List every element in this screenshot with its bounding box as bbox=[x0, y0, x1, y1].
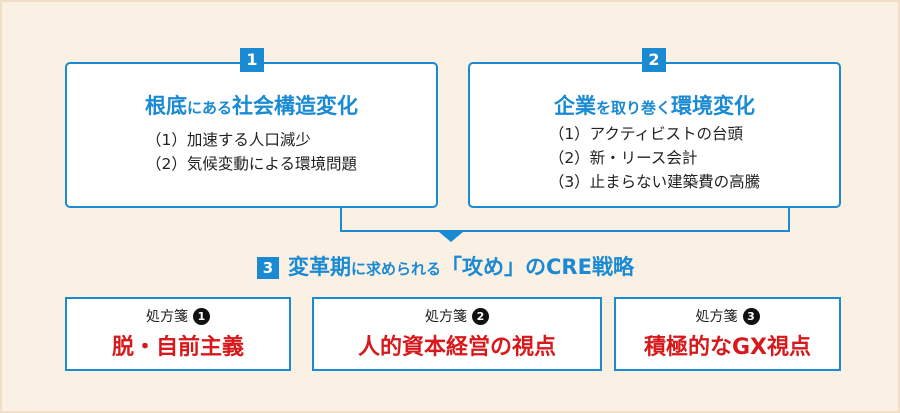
number-badge-3: 3 bbox=[257, 257, 279, 279]
prescription-label: 処方箋 bbox=[146, 309, 188, 325]
prescription-box-2: 処方箋 2 人的資本経営の視点 bbox=[312, 297, 602, 371]
number-badge-1: 1 bbox=[240, 48, 264, 72]
box-2-title: 企業を取り巻く環境変化 bbox=[553, 94, 755, 118]
list-item: （1）アクティビストの台頭 bbox=[548, 125, 743, 143]
prescription-number-2: 2 bbox=[472, 307, 489, 325]
prescription-number-1: 1 bbox=[193, 307, 210, 325]
prescription-title: 積極的なGX視点 bbox=[643, 335, 812, 360]
prescription-label: 処方箋 bbox=[425, 309, 467, 325]
list-item: （1）加速する人口減少 bbox=[146, 131, 311, 149]
box-business-environment: 企業を取り巻く環境変化 （1）アクティビストの台頭 （2）新・リース会計 （3）… bbox=[468, 62, 841, 208]
box-2-items: （1）アクティビストの台頭 （2）新・リース会計 （3）止まらない建築費の高騰 bbox=[549, 122, 760, 194]
box-1-items: （1）加速する人口減少 （2）気候変動による環境問題 bbox=[146, 128, 357, 176]
box-1-title: 根底にある社会構造変化 bbox=[144, 94, 358, 118]
prescription-label: 処方箋 bbox=[695, 309, 738, 325]
prescription-number-3: 3 bbox=[742, 307, 760, 325]
list-item: （2）新・リース会計 bbox=[548, 149, 698, 167]
number-badge-2: 2 bbox=[642, 48, 666, 72]
prescription-title: 人的資本経営の視点 bbox=[357, 335, 556, 360]
box-social-structure: 根底にある社会構造変化 （1）加速する人口減少 （2）気候変動による環境問題 bbox=[65, 62, 438, 208]
arrow-down-icon bbox=[439, 232, 463, 242]
list-item: （2）気候変動による環境問題 bbox=[146, 155, 357, 173]
strategy-heading: 変革期に求められる「攻め」のCRE戦略 bbox=[288, 255, 634, 279]
list-item: （3）止まらない建築費の高騰 bbox=[548, 173, 761, 191]
prescription-title: 脱・自前主義 bbox=[111, 335, 244, 360]
prescription-box-1: 処方箋 1 脱・自前主義 bbox=[65, 297, 291, 371]
merge-connector bbox=[340, 208, 790, 232]
